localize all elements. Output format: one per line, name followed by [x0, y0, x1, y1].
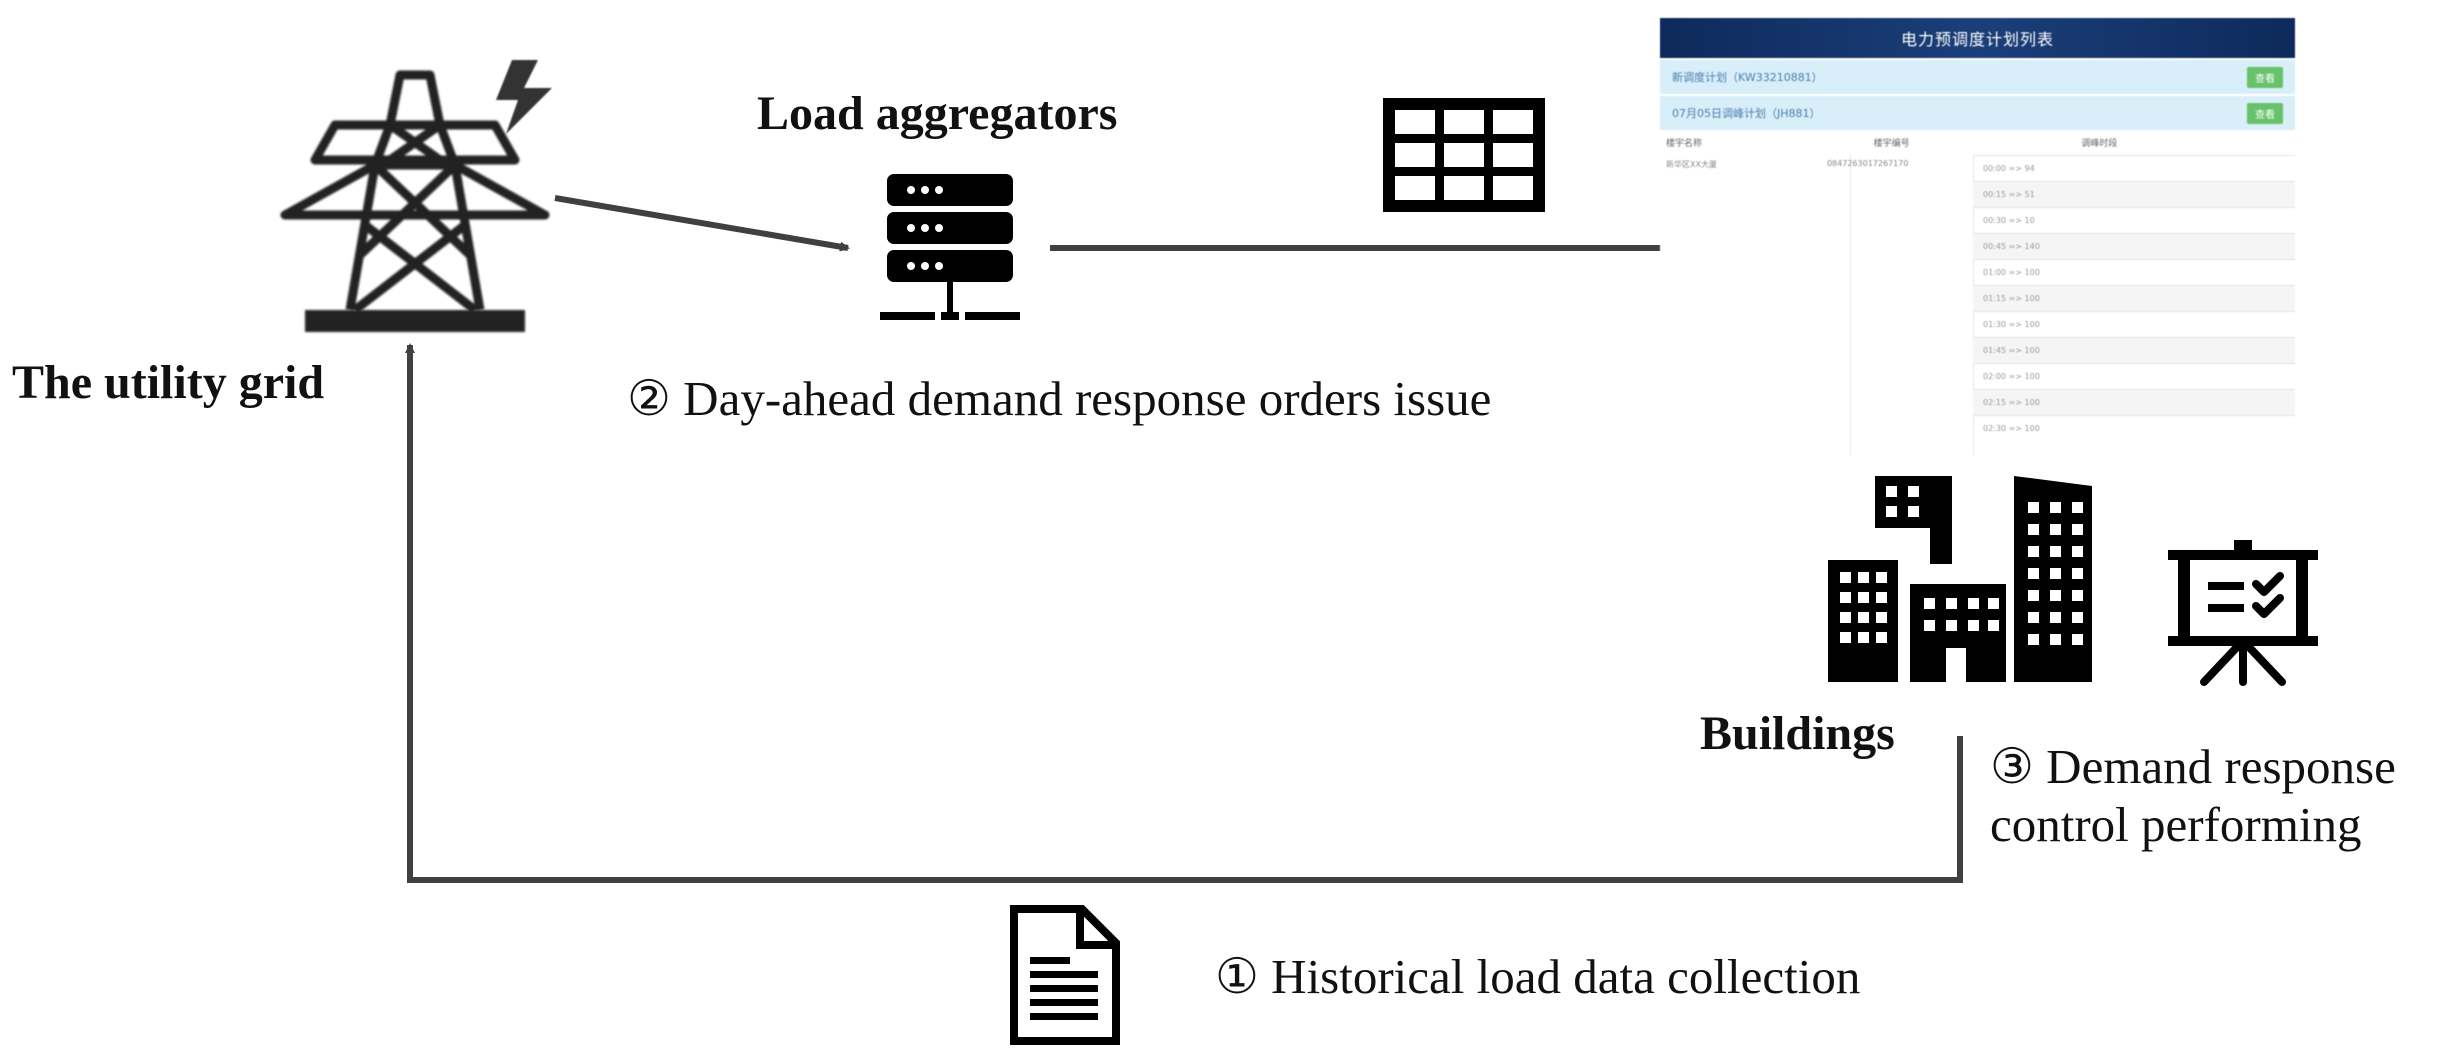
screenshot-time-slot: 02:15 => 100 — [1973, 389, 2295, 415]
screenshot-time-slot: 00:45 => 140 — [1973, 233, 2295, 259]
arrow-grid-to-aggregators — [554, 195, 850, 252]
screenshot-row-1-button: 查看 — [2247, 66, 2283, 88]
aggregators-label: Load aggregators — [757, 87, 1118, 140]
table-grid-icon — [1383, 98, 1545, 212]
screenshot-header-id: 楼宇编号 — [1873, 139, 1910, 149]
schedule-screenshot: 电力预调度计划列表 新调度计划（KW33210881） 查看 07月05日调峰计… — [1660, 18, 2295, 455]
screenshot-building-name: 新华区XX大厦 — [1666, 160, 1717, 169]
screenshot-row-1: 新调度计划（KW33210881） 查看 — [1660, 58, 2295, 94]
screenshot-table-header: 楼宇名称 楼宇编号 调峰时段 — [1660, 130, 2295, 155]
transmission-tower-icon — [280, 70, 550, 332]
screenshot-time-slot: 00:00 => 94 — [1973, 155, 2295, 181]
city-buildings-icon — [1828, 476, 2092, 682]
screenshot-row-2: 07月05日调峰计划（JH881） 查看 — [1660, 94, 2295, 130]
screenshot-header-name: 楼宇名称 — [1666, 139, 1703, 149]
step-2-label: ② Day-ahead demand response orders issue — [627, 371, 1492, 426]
lightning-bolt-icon — [496, 60, 552, 134]
screenshot-row-1-text: 新调度计划（KW33210881） — [1672, 71, 1823, 84]
screenshot-time-slot: 00:15 => 51 — [1973, 181, 2295, 207]
arrow-buildings-to-grid — [405, 343, 1963, 883]
screenshot-building-info: 新华区XX大厦 0847263017267170 — [1666, 159, 1908, 170]
screenshot-title: 电力预调度计划列表 — [1660, 18, 2295, 58]
buildings-label: Buildings — [1700, 707, 1895, 760]
screenshot-time-slot: 02:30 => 100 — [1973, 415, 2295, 441]
screenshot-row-2-button: 查看 — [2247, 102, 2283, 124]
server-stack-icon — [880, 174, 1020, 320]
grid-label: The utility grid — [12, 356, 325, 409]
screenshot-time-slot: 00:30 => 10 — [1973, 207, 2295, 233]
screenshot-time-slot: 01:45 => 100 — [1973, 337, 2295, 363]
document-icon — [1010, 905, 1120, 1045]
screenshot-time-slot: 02:00 => 100 — [1973, 363, 2295, 389]
step-3-label-line-2: control performing — [1990, 797, 2362, 852]
screenshot-header-slots: 调峰时段 — [2081, 139, 2118, 149]
screenshot-time-slot: 01:15 => 100 — [1973, 285, 2295, 311]
step-1-label: ① Historical load data collection — [1215, 949, 1861, 1004]
screenshot-time-slot: 01:00 => 100 — [1973, 259, 2295, 285]
screenshot-building-id: 0847263017267170 — [1826, 159, 1909, 168]
screenshot-time-slot: 01:30 => 100 — [1973, 311, 2295, 337]
screenshot-row-2-text: 07月05日调峰计划（JH881） — [1672, 107, 1821, 120]
step-3-label-line-1: ③ Demand response — [1990, 739, 2396, 794]
presentation-board-icon — [2168, 540, 2318, 686]
